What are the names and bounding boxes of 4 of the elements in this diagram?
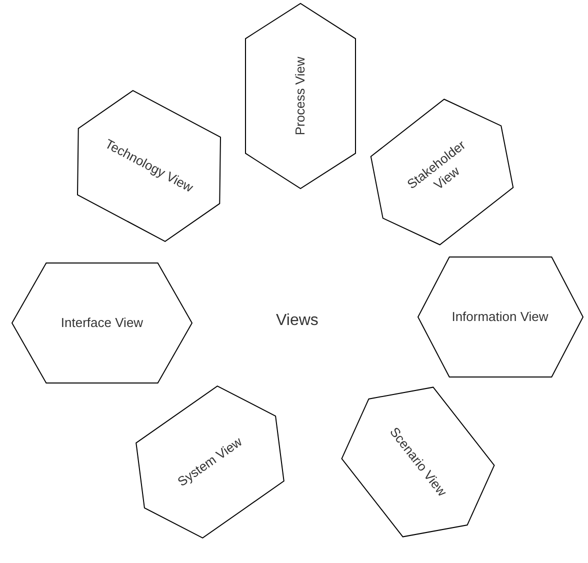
view-label: Process View bbox=[292, 56, 308, 136]
view-label: Interface View bbox=[60, 314, 144, 332]
center-title: Views bbox=[276, 312, 318, 330]
view-label: Information View bbox=[452, 308, 548, 326]
